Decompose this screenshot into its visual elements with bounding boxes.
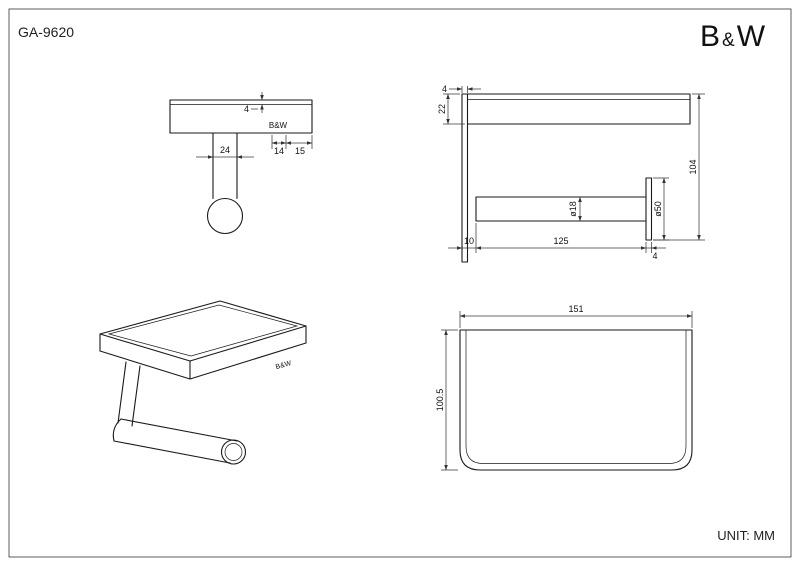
- dim-shelf-width: 151: [459, 304, 693, 328]
- persp-bar-left-end: [112, 418, 122, 442]
- brand-ampersand: &: [722, 30, 736, 51]
- front-stem: [212, 132, 238, 200]
- dim-stem-width: 24: [196, 145, 254, 159]
- dim-label: 4: [442, 84, 447, 94]
- dim-label: ø50: [653, 201, 663, 217]
- persp-bar-end-cap: [220, 439, 247, 465]
- dim-plate-thickness: 4: [442, 84, 481, 94]
- side-roll-bar: [475, 196, 647, 222]
- dim-extension-lines: [653, 177, 669, 241]
- front-shelf-outline: [169, 99, 313, 134]
- side-shelf-outline: [461, 93, 691, 125]
- dim-cap-diameter: ø50: [653, 177, 669, 241]
- side-end-cap: [645, 177, 653, 241]
- front-view: B&W 4 24 14 15: [169, 92, 313, 235]
- persp-bar-end-cap-inner: [224, 443, 243, 461]
- model-number: GA-9620: [18, 24, 74, 40]
- dim-bar-diameter: ø18: [568, 196, 582, 222]
- dim-label: 22: [437, 104, 447, 114]
- dim-extension-lines: [459, 311, 693, 328]
- dim-label: 104: [688, 159, 698, 174]
- top-shelf-rim-line: [465, 330, 687, 464]
- persp-shelf-top-face: [99, 300, 307, 362]
- dim-shelf-height: 22: [437, 93, 465, 125]
- dim-extension-lines: [441, 329, 458, 471]
- dim-label: 151: [568, 304, 583, 314]
- dim-label: 4: [244, 104, 249, 114]
- dim-label: 24: [220, 145, 230, 155]
- dim-logo-position: 14 15: [271, 135, 313, 156]
- dim-glass-thickness: 4: [244, 92, 264, 114]
- page-border: [8, 8, 792, 558]
- persp-shelf-vertical-edges: [99, 325, 307, 380]
- dim-overall-height: 104: [653, 93, 705, 241]
- persp-glass-inset: [107, 304, 299, 357]
- front-roll-post: [206, 197, 244, 235]
- persp-product-logo: B&W: [275, 360, 293, 371]
- top-view: 151 100.5: [435, 304, 693, 471]
- dim-label: 10: [464, 236, 474, 246]
- dim-label: 100.5: [435, 389, 445, 412]
- persp-mount-stem: [117, 361, 141, 427]
- brand-letter-b: B: [700, 20, 721, 53]
- dim-label: 125: [553, 236, 568, 246]
- brand-logo: B&W: [700, 20, 766, 53]
- dim-extension-lines: [461, 86, 468, 93]
- dim-bottom-chain: 10 125 4: [448, 223, 666, 261]
- dim-label: 4: [652, 251, 657, 261]
- top-shelf-outline: [459, 329, 693, 471]
- dim-label: ø18: [568, 201, 578, 217]
- dim-shelf-depth: 100.5: [435, 329, 458, 471]
- front-product-logo: B&W: [269, 121, 288, 130]
- dim-label: 15: [295, 146, 305, 156]
- side-view: 4 22 104 ø18 ø50 10: [437, 84, 705, 263]
- brand-letter-w: W: [737, 20, 766, 53]
- persp-shelf-bottom-edges: [99, 342, 307, 380]
- persp-roll-bar: [113, 418, 238, 464]
- unit-label: UNIT: MM: [717, 528, 775, 543]
- perspective-view: B&W: [99, 300, 307, 465]
- dim-label: 14: [274, 146, 284, 156]
